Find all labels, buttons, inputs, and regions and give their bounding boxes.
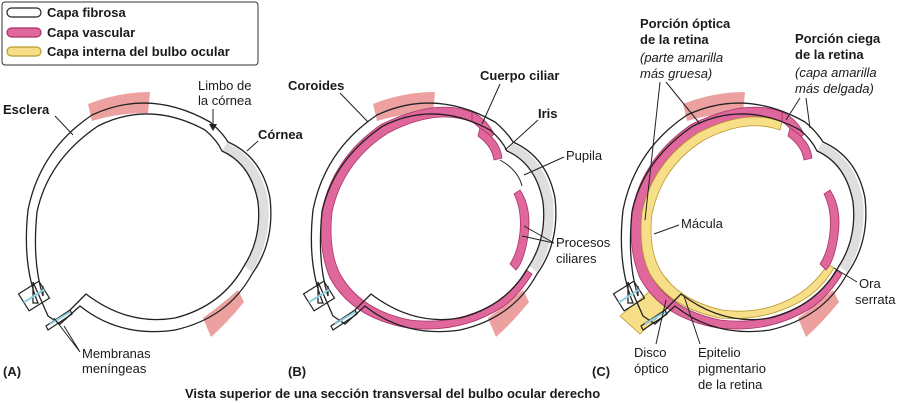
label-ciega-2: de la retina <box>795 47 864 62</box>
label-esclera: Esclera <box>3 102 50 117</box>
fibrous-outer-a <box>25 102 272 333</box>
leader-procesos <box>521 225 555 244</box>
label-epitelio-2: pigmentario <box>698 361 766 376</box>
panel-c: Porción óptica de la retina (parte amari… <box>592 16 896 392</box>
lens-edge-b <box>499 159 523 187</box>
cornea-c <box>817 143 864 272</box>
label-optica-2: de la retina <box>640 32 709 47</box>
label-cornea: Córnea <box>258 127 304 142</box>
muscle-bottom-a <box>203 290 244 337</box>
panel-letter-a: (A) <box>3 364 21 379</box>
arrow-limbo <box>209 124 217 131</box>
meninges-line-a2 <box>49 311 71 325</box>
leader-pupila <box>523 156 565 176</box>
label-optica-1: Porción óptica <box>640 16 731 31</box>
panel-letter-c: (C) <box>592 364 610 379</box>
legend-swatch-fibrosa <box>6 7 42 18</box>
legend-label-interna: Capa interna del bulbo ocular <box>47 44 230 59</box>
leader-cornea <box>246 140 259 152</box>
label-ciega-3: (capa amarilla <box>795 65 877 80</box>
ciliary-processes-c <box>819 189 840 271</box>
label-epitelio-1: Epitelio <box>698 345 741 360</box>
meninges-line-a1 <box>23 288 45 304</box>
panel-letter-b: (B) <box>288 364 306 379</box>
optic-nerve-c <box>612 280 646 312</box>
muscle-top-a <box>88 92 150 121</box>
label-ora-2: serrata <box>855 292 896 307</box>
leader-cuerpo-ciliar <box>481 83 501 125</box>
optic-nerve-a <box>17 280 51 312</box>
label-procesos-2: ciliares <box>556 251 597 266</box>
leader-membranas <box>53 317 81 353</box>
legend-label-vascular: Capa vascular <box>47 25 135 40</box>
legend-label-fibrosa: Capa fibrosa <box>47 5 127 20</box>
leader-epitelio <box>683 295 701 345</box>
optic-nerve-b <box>302 280 336 312</box>
leader-ciega <box>785 97 811 129</box>
retina-optic-c <box>640 116 835 319</box>
optic-nerve-b2 <box>330 309 358 331</box>
meninges-line-c2 <box>644 311 666 325</box>
cornea-b <box>507 143 554 272</box>
leader-macula <box>653 224 680 235</box>
muscle-bottom-c <box>798 290 839 337</box>
label-limbo-1: Limbo de <box>198 78 251 93</box>
iris-top-c <box>787 127 813 161</box>
label-disco-1: Disco <box>634 345 667 360</box>
leader-esclera <box>54 115 74 136</box>
muscle-top-c <box>683 92 745 121</box>
label-membranas-2: meníngeas <box>82 361 147 376</box>
label-ora-1: Ora <box>859 276 881 291</box>
fibrous-outer-c <box>620 102 867 333</box>
label-pupila: Pupila <box>566 148 603 163</box>
optic-nerve-c2 <box>640 309 668 331</box>
fibrous-inner-b <box>319 113 545 321</box>
fibrous-inner-a <box>34 113 260 321</box>
label-ciega-4: más delgada) <box>795 81 874 96</box>
panel-a: Esclera Limbo de la córnea Córnea Membra… <box>3 78 304 379</box>
panel-b: Coroides Cuerpo ciliar Iris Pupila Proce… <box>288 68 611 379</box>
leader-ora <box>833 267 858 283</box>
label-limbo-2: la córnea <box>198 93 252 108</box>
figure-caption: Vista superior de una sección transversa… <box>185 386 600 401</box>
muscle-bottom-b <box>488 290 529 337</box>
muscle-top-b <box>373 92 435 121</box>
label-optica-3: (parte amarilla <box>640 50 723 65</box>
legend-box <box>1 1 259 66</box>
label-epitelio-3: de la retina <box>698 377 763 392</box>
label-macula: Mácula <box>681 216 724 231</box>
legend: Capa fibrosa Capa vascular Capa interna … <box>1 1 259 66</box>
cornea-a <box>222 143 269 272</box>
label-membranas-1: Membranas <box>82 346 151 361</box>
fibrous-inner-c <box>629 113 855 321</box>
leader-iris <box>504 119 539 151</box>
label-optica-4: más gruesa) <box>640 66 712 81</box>
fibrous-outer-b <box>310 102 557 333</box>
legend-swatch-interna <box>6 46 42 57</box>
ciliary-processes-b <box>509 189 530 271</box>
leader-coroides <box>339 92 369 123</box>
leader-optica <box>644 81 701 221</box>
choroid-b <box>320 106 533 330</box>
meninges-line-b1 <box>308 288 330 304</box>
meninges-line-b2 <box>334 311 356 325</box>
label-disco-2: óptico <box>634 361 669 376</box>
label-ciega-1: Porción ciega <box>795 31 881 46</box>
label-procesos-1: Procesos <box>556 235 611 250</box>
label-cuerpo-ciliar: Cuerpo ciliar <box>480 68 559 83</box>
meninges-line-c1 <box>618 288 640 304</box>
label-iris: Iris <box>538 106 558 121</box>
legend-swatch-vascular <box>6 27 42 38</box>
optic-nerve-a2 <box>45 309 73 331</box>
iris-top-b <box>477 127 503 161</box>
leader-disco <box>655 299 667 345</box>
label-coroides: Coroides <box>288 78 344 93</box>
